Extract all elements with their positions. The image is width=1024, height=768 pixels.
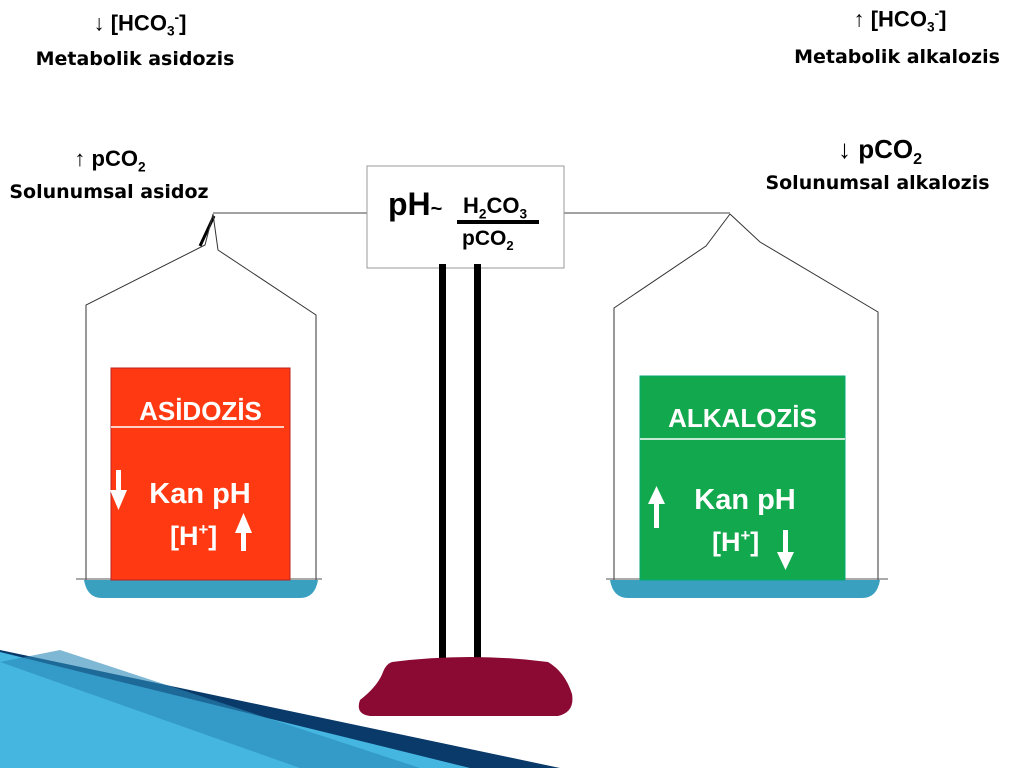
acid-box-title: ASİDOZİS: [139, 396, 262, 426]
label-high-bicarbonate: ↑ [HCO3-]: [853, 6, 947, 35]
formula-ph: pH~: [388, 186, 443, 222]
corner-decoration-mid: [0, 650, 420, 768]
alkali-ph-up-arrow: [648, 486, 665, 528]
alkali-h-down-arrow: [777, 530, 794, 570]
formula-numerator: H2CO3: [463, 193, 528, 222]
acid-box: [110, 367, 291, 581]
formula-denominator: pCO2: [462, 227, 514, 254]
label-respiratory-alkalosis: Solunumsal alkalozis: [765, 172, 990, 194]
alkali-box-title: ALKALOZİS: [668, 403, 817, 433]
stand-pole-right: [474, 264, 481, 662]
stand-pole-left: [439, 264, 446, 662]
label-metabolic-acidosis: Metabolik asidozis: [35, 48, 235, 70]
left-hanger: [85, 213, 317, 580]
alkali-box-ph-label: Kan pH: [694, 484, 796, 516]
label-high-pco2: ↑ pCO2: [74, 146, 146, 175]
alkali-box-h-label: [H+]: [712, 526, 760, 557]
beam-tick-left: [198, 215, 216, 247]
right-hanger: [613, 213, 879, 580]
alkali-box: [639, 375, 846, 581]
acid-box-h-label: [H+]: [170, 520, 218, 551]
acid-h-up-arrow: [235, 513, 252, 551]
acid-box-ph-label: Kan pH: [149, 478, 251, 510]
label-respiratory-acidosis: Solunumsal asidoz: [9, 181, 209, 203]
left-pan: [84, 580, 318, 598]
right-pan: [610, 580, 880, 598]
formula-box: [366, 165, 565, 269]
stand-base: [358, 657, 573, 716]
label-low-bicarbonate: ↓ [HCO3-]: [93, 10, 187, 39]
acid-ph-down-arrow: [110, 470, 127, 510]
label-metabolic-alkalosis: Metabolik alkalozis: [794, 46, 1000, 68]
label-low-pco2: ↓ pCO2: [837, 134, 923, 169]
